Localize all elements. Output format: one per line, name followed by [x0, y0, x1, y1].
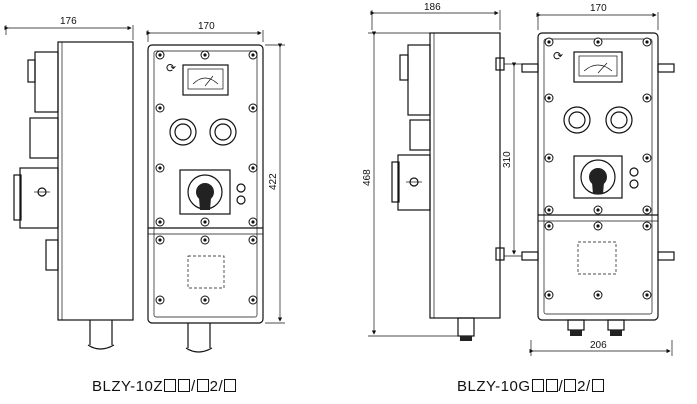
right-front-view: ⟳	[521, 32, 675, 336]
left-model-prefix: BLZY-10Z	[92, 378, 163, 395]
left-model-caption: BLZY-10Z / 2/	[92, 378, 237, 395]
rotary-switch-icon	[573, 155, 639, 199]
right-side-view	[391, 32, 505, 341]
ammeter-icon	[573, 51, 623, 83]
left-model-mid: 2/	[209, 378, 224, 395]
dim-left-front-width: 170	[198, 21, 215, 32]
svg-text:⟳: ⟳	[166, 61, 176, 75]
left-dimensions	[4, 25, 285, 324]
right-model-sep: /	[558, 378, 564, 395]
left-front-view: ⟳	[147, 44, 264, 353]
rotary-switch-icon	[179, 169, 246, 215]
dim-right-overall-height: 468	[362, 169, 373, 186]
left-side-view	[13, 41, 134, 350]
right-model-mid: 2/	[577, 378, 591, 395]
dim-left-side-width: 176	[60, 16, 77, 27]
dim-right-overall-width: 206	[590, 340, 607, 351]
right-dimensions	[368, 10, 673, 356]
dim-right-front-width: 170	[590, 3, 607, 14]
left-model-sep: /	[190, 378, 196, 395]
ammeter-icon	[182, 64, 229, 96]
right-model-caption: BLZY-10G / 2/	[457, 378, 605, 395]
dim-right-mount-spacing: 310	[502, 151, 513, 168]
dim-right-side-width: 186	[424, 2, 441, 13]
dim-left-height: 422	[268, 173, 279, 190]
mounting-ear-icon	[521, 63, 675, 261]
indicator-lamp-icon	[169, 118, 237, 146]
indicator-lamp-icon	[563, 106, 633, 134]
right-model-prefix: BLZY-10G	[457, 378, 531, 395]
cable-gland-icon	[567, 319, 625, 336]
svg-text:⟳: ⟳	[553, 49, 563, 63]
